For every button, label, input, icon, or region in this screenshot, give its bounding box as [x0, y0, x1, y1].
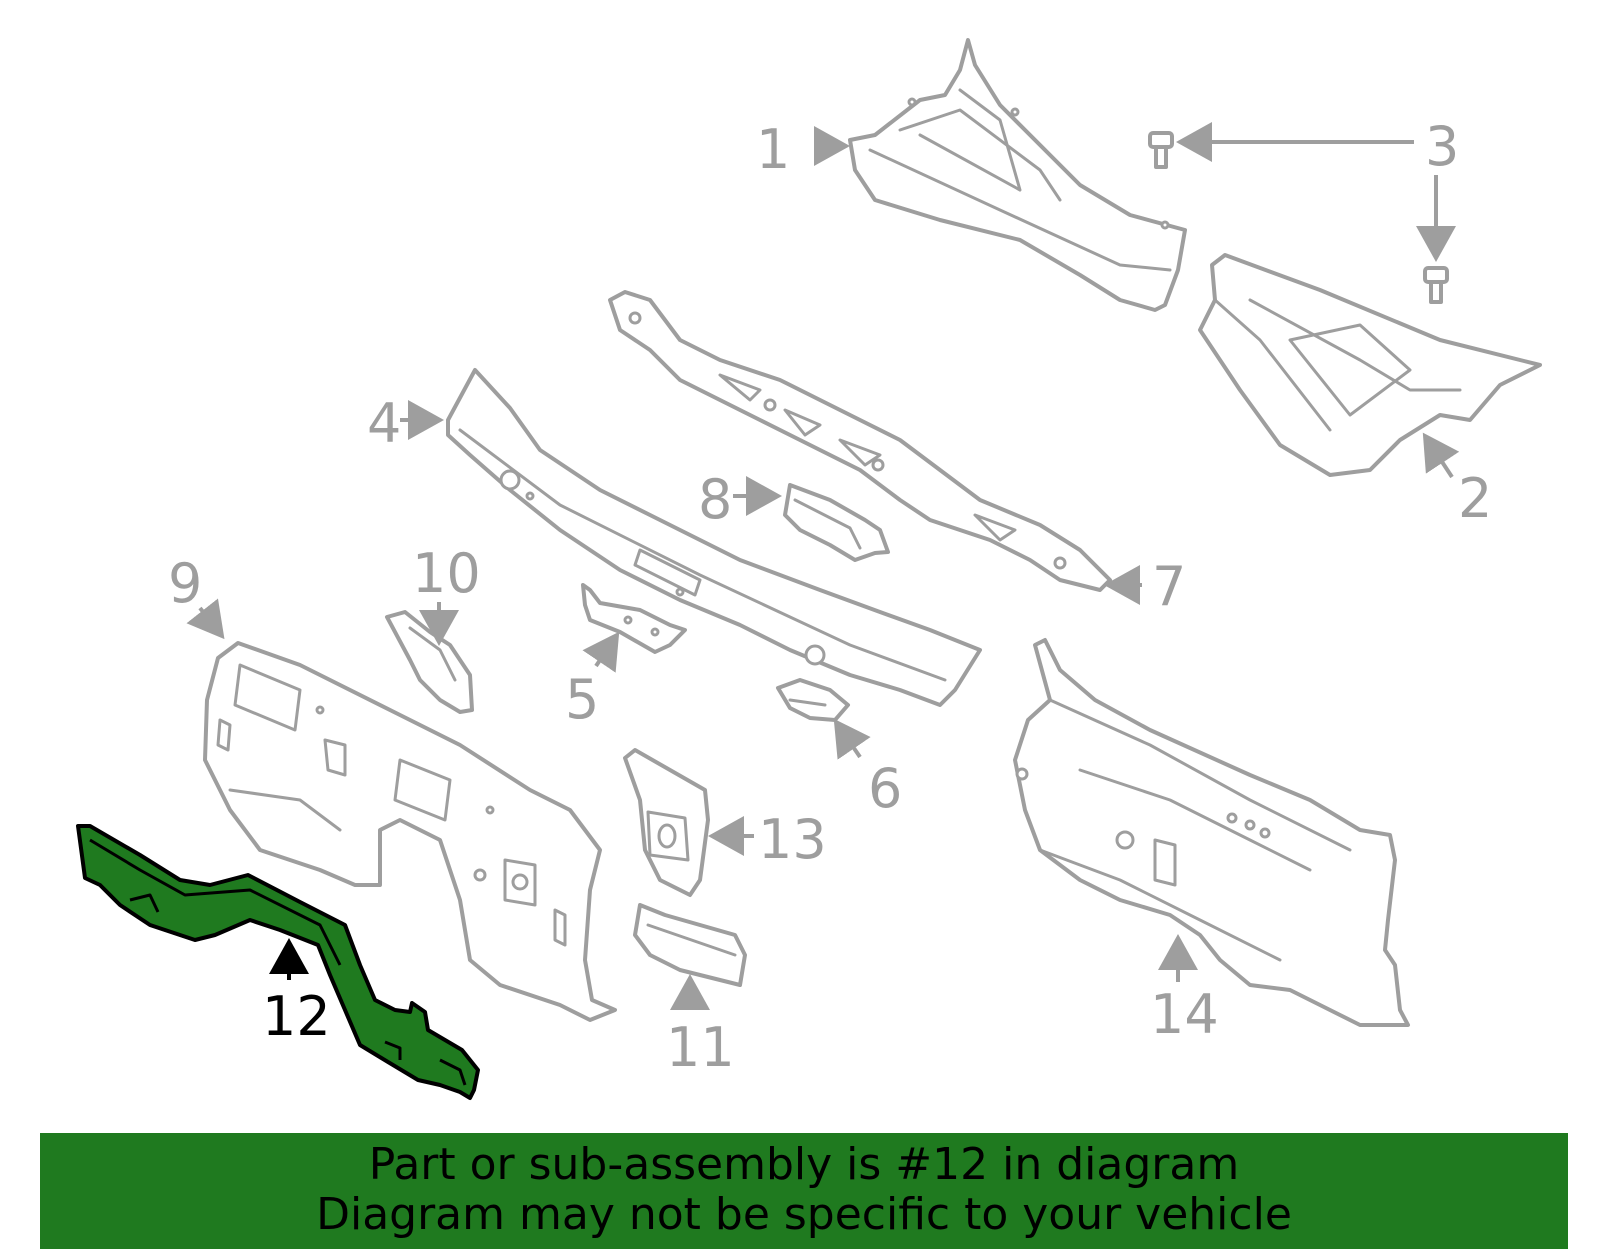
part-8-bracket[interactable] — [783, 483, 890, 562]
info-banner: Part or sub-assembly is #12 in diagram D… — [40, 1133, 1568, 1249]
callout-9: 9 — [168, 552, 202, 615]
part-14-dash-panel[interactable] — [1013, 638, 1410, 1027]
part-6-plate[interactable] — [776, 678, 850, 722]
leader-5 — [582, 631, 620, 673]
part-4-cross-member[interactable] — [446, 368, 982, 707]
callout-12: 12 — [262, 985, 331, 1048]
callout-4: 4 — [367, 392, 401, 455]
banner-line-1: Part or sub-assembly is #12 in diagram — [368, 1139, 1240, 1190]
callout-10: 10 — [412, 542, 481, 605]
banner-line-2: Diagram may not be specific to your vehi… — [316, 1189, 1292, 1240]
callout-6: 6 — [868, 757, 902, 820]
callout-14: 14 — [1150, 983, 1219, 1046]
callout-13: 13 — [758, 808, 827, 871]
callout-11: 11 — [666, 1016, 735, 1079]
callout-7: 7 — [1152, 555, 1186, 618]
part-10-bracket[interactable] — [385, 610, 474, 714]
part-9-dash-panel[interactable] — [203, 641, 617, 1022]
part-3-bolt-upper[interactable] — [1148, 131, 1174, 169]
part-11-tray[interactable] — [633, 903, 747, 987]
part-13-bracket[interactable] — [623, 748, 710, 897]
parts-diagram: 1 2 3 4 5 6 7 8 9 10 11 12 13 14 — [76, 38, 1542, 1100]
leader-6 — [833, 718, 871, 760]
part-3-bolt-lower[interactable] — [1423, 266, 1449, 304]
callout-5: 5 — [565, 668, 599, 731]
callout-3: 3 — [1425, 115, 1459, 178]
callout-1: 1 — [756, 118, 790, 181]
callout-8: 8 — [698, 468, 732, 531]
leader-2 — [1422, 432, 1460, 479]
leader-9 — [186, 598, 225, 640]
part-1-cowl-panel-left[interactable] — [848, 38, 1187, 312]
part-12-dash-reinforcement[interactable] — [76, 824, 480, 1100]
part-2-cowl-panel-right[interactable] — [1198, 253, 1542, 477]
callout-2: 2 — [1458, 467, 1492, 530]
part-7-cowl-reinforcement[interactable] — [608, 290, 1112, 592]
part-5-bracket[interactable] — [581, 583, 687, 654]
